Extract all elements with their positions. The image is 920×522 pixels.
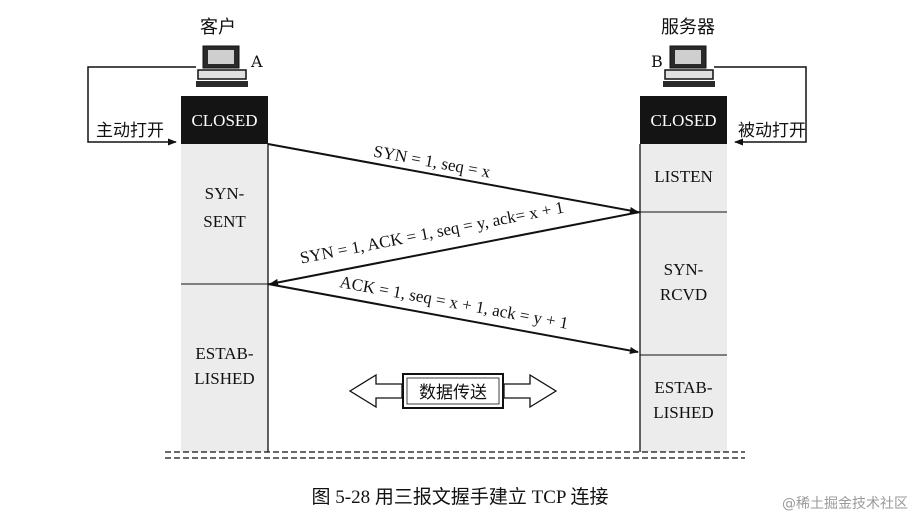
server-timeline [639, 144, 727, 452]
svg-text:RCVD: RCVD [660, 285, 707, 304]
svg-text:SYN-: SYN- [664, 260, 704, 279]
server-state-syn-rcvd: SYN- RCVD [660, 260, 707, 304]
bottom-dashed-line [165, 451, 745, 459]
svg-text:SYN-: SYN- [205, 184, 245, 203]
server-open-label: 被动打开 [738, 121, 806, 141]
syn-ack-arrow [269, 211, 641, 286]
data-transfer-double-arrow [348, 373, 558, 409]
client-state-syn-sent: SYN- SENT [203, 184, 246, 231]
syn-ack-label: SYN = 1, ACK = 1, seq = y, ack= x + 1 [298, 198, 565, 268]
svg-text:LISHED: LISHED [194, 369, 254, 388]
client-open-label: 主动打开 [96, 121, 164, 141]
ack-arrow [267, 283, 639, 355]
svg-text:LISHED: LISHED [653, 403, 713, 422]
syn-label: SYN = 1, seq = x [372, 142, 492, 182]
client-computer-icon [196, 45, 248, 87]
svg-text:CLOSED: CLOSED [650, 111, 716, 130]
server-open-loop [714, 66, 807, 146]
client-timeline [181, 144, 269, 452]
svg-text:ESTAB-: ESTAB- [195, 344, 253, 363]
figure-caption: 图 5-28 用三报文握手建立 TCP 连接 [312, 486, 609, 508]
server-title: 服务器 [661, 17, 715, 38]
watermark: @稀土掘金技术社区 [782, 496, 908, 512]
svg-text:LISTEN: LISTEN [654, 167, 713, 186]
server-closed-box: CLOSED [640, 96, 727, 144]
client-letter: A [250, 52, 263, 71]
client-state-established: ESTAB- LISHED [194, 344, 254, 388]
svg-text:ESTAB-: ESTAB- [654, 378, 712, 397]
syn-arrow [267, 143, 639, 215]
client-open-loop [87, 66, 196, 146]
data-transfer-label: 数据传送 [419, 383, 487, 403]
svg-text:SENT: SENT [203, 212, 246, 231]
svg-text:CLOSED: CLOSED [191, 111, 257, 130]
server-state-listen: LISTEN [654, 167, 713, 186]
client-title: 客户 [200, 17, 236, 38]
client-closed-box: CLOSED [181, 96, 268, 144]
server-letter: B [651, 52, 663, 71]
server-computer-icon [663, 45, 715, 87]
server-state-established: ESTAB- LISHED [653, 378, 713, 422]
